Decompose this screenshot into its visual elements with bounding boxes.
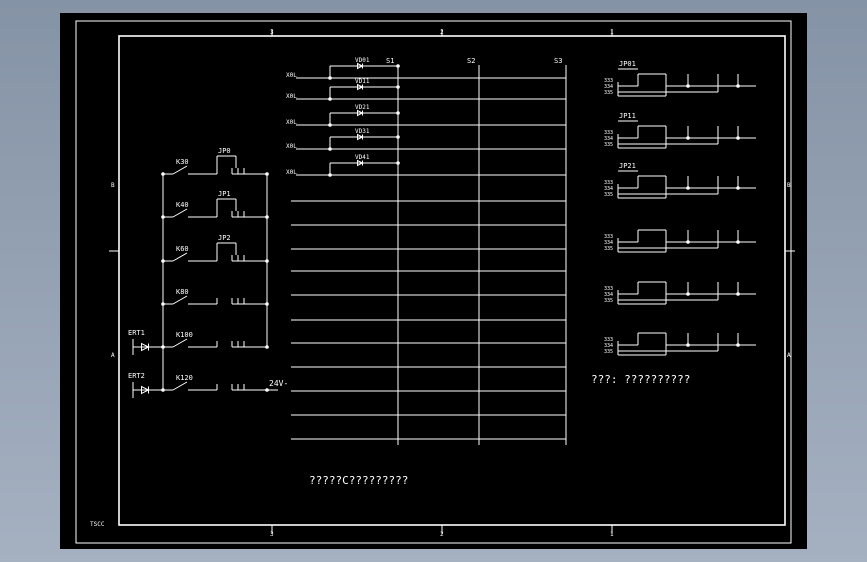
contact-groups: 333334335JP01333334335JP11333334335JP213…: [604, 60, 756, 356]
junction-dot: [396, 135, 400, 139]
diode-icon: [357, 62, 364, 70]
relay-label: JP2: [218, 234, 231, 242]
junction-dot: [265, 345, 269, 349]
contact-blade: [172, 381, 188, 391]
junction-dot: [161, 302, 165, 306]
row-marker-right: A: [787, 352, 791, 359]
pin-label: 333: [604, 130, 613, 136]
pin-label: 335: [604, 90, 613, 96]
diode-icon: [357, 133, 364, 141]
corner-label: TSCC: [90, 521, 105, 528]
diode-icon: [141, 342, 150, 352]
inner-frame: [118, 35, 786, 526]
diode-label: VD01: [355, 57, 370, 64]
input-label: X0L: [286, 93, 297, 100]
contact-blade: [172, 338, 188, 348]
pin-label: 334: [604, 292, 613, 298]
junction-dot: [396, 85, 400, 89]
contact-label: K40: [176, 201, 189, 209]
pin-label: 333: [604, 78, 613, 84]
junction-dot: [265, 172, 269, 176]
contact-blade: [172, 252, 188, 262]
supply-label: 24V-: [269, 379, 288, 388]
junction-dot: [161, 259, 165, 263]
col-marker-bottom: 1: [610, 531, 614, 538]
row-marker-left: A: [111, 352, 115, 359]
relay-label: JP21: [619, 162, 636, 170]
contact-label: K80: [176, 288, 189, 296]
pin-label: 334: [604, 84, 613, 90]
pin-label: 334: [604, 186, 613, 192]
diode-label: ERT1: [128, 329, 145, 337]
junction-dot: [265, 302, 269, 306]
row-marker-right: B: [787, 182, 791, 189]
diode-icon: [141, 385, 150, 395]
contact-label: K60: [176, 245, 189, 253]
junction-dot: [161, 172, 165, 176]
contact-blade: [172, 165, 188, 175]
pin-label: 333: [604, 234, 613, 240]
junction-dot: [396, 111, 400, 115]
junction-dot: [161, 215, 165, 219]
input-label: X0L: [286, 72, 297, 79]
contact-blade: [172, 208, 188, 218]
contact-label: K100: [176, 331, 193, 339]
outer-frame: [75, 20, 792, 544]
diode-label: ERT2: [128, 372, 145, 380]
pin-label: 334: [604, 240, 613, 246]
input-label: X0L: [286, 143, 297, 150]
input-label: X0L: [286, 169, 297, 176]
diode-label: VD11: [355, 78, 370, 85]
junction-dot: [265, 215, 269, 219]
relay-label: JP0: [218, 147, 231, 155]
contact-label: K120: [176, 374, 193, 382]
col-marker-top: 1: [610, 29, 614, 36]
pin-label: 335: [604, 192, 613, 198]
junction-dot: [396, 64, 400, 68]
bus-label: S1: [386, 57, 394, 65]
contact-label: K30: [176, 158, 189, 166]
pin-label: 333: [604, 337, 613, 343]
col-marker-bottom: 3: [270, 531, 274, 538]
row-marker-left: B: [111, 182, 115, 189]
col-marker-bottom: 2: [440, 531, 444, 538]
diode-label: VD41: [355, 154, 370, 161]
col-marker-top: 3: [270, 29, 274, 36]
relay-label: JP01: [619, 60, 636, 68]
bottom-note: ?????C?????????: [309, 474, 408, 487]
junction-dot: [265, 259, 269, 263]
relay-label: JP1: [218, 190, 231, 198]
pin-label: 335: [604, 142, 613, 148]
pin-label: 334: [604, 343, 613, 349]
pin-label: 333: [604, 286, 613, 292]
pin-label: 334: [604, 136, 613, 142]
pin-label: 335: [604, 298, 613, 304]
diode-icon: [357, 109, 364, 117]
diode-icon: [357, 83, 364, 91]
contact-blade: [172, 295, 188, 305]
input-label: X0L: [286, 119, 297, 126]
bus-label: S3: [554, 57, 562, 65]
diode-label: VD31: [355, 128, 370, 135]
pin-label: 333: [604, 180, 613, 186]
diode-label: VD21: [355, 104, 370, 111]
right-note: ???: ??????????: [591, 373, 690, 386]
diode-icon: [357, 159, 364, 167]
relay-label: JP11: [619, 112, 636, 120]
junction-dot: [396, 161, 400, 165]
pin-label: 335: [604, 349, 613, 355]
col-marker-top: 2: [440, 29, 444, 36]
bus-label: S2: [467, 57, 475, 65]
pin-label: 335: [604, 246, 613, 252]
